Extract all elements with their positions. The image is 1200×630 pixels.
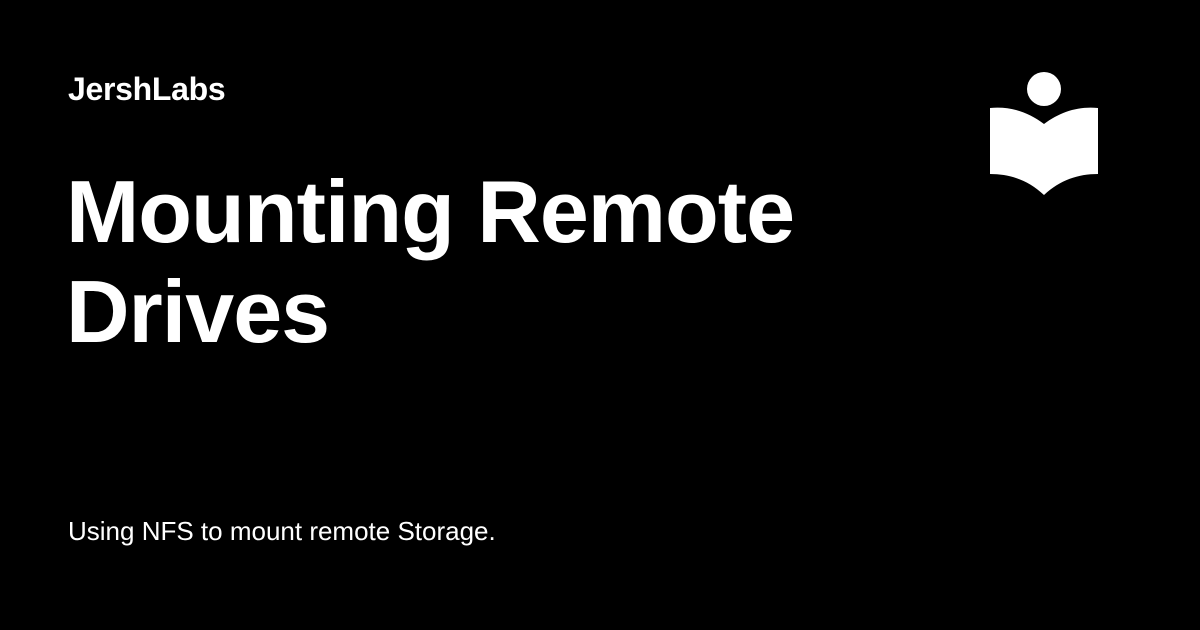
article-description: Using NFS to mount remote Storage. [68, 516, 496, 546]
reader-book-icon [990, 72, 1098, 195]
article-title: Mounting Remote Drives [66, 162, 795, 361]
site-name: JershLabs [68, 71, 226, 107]
